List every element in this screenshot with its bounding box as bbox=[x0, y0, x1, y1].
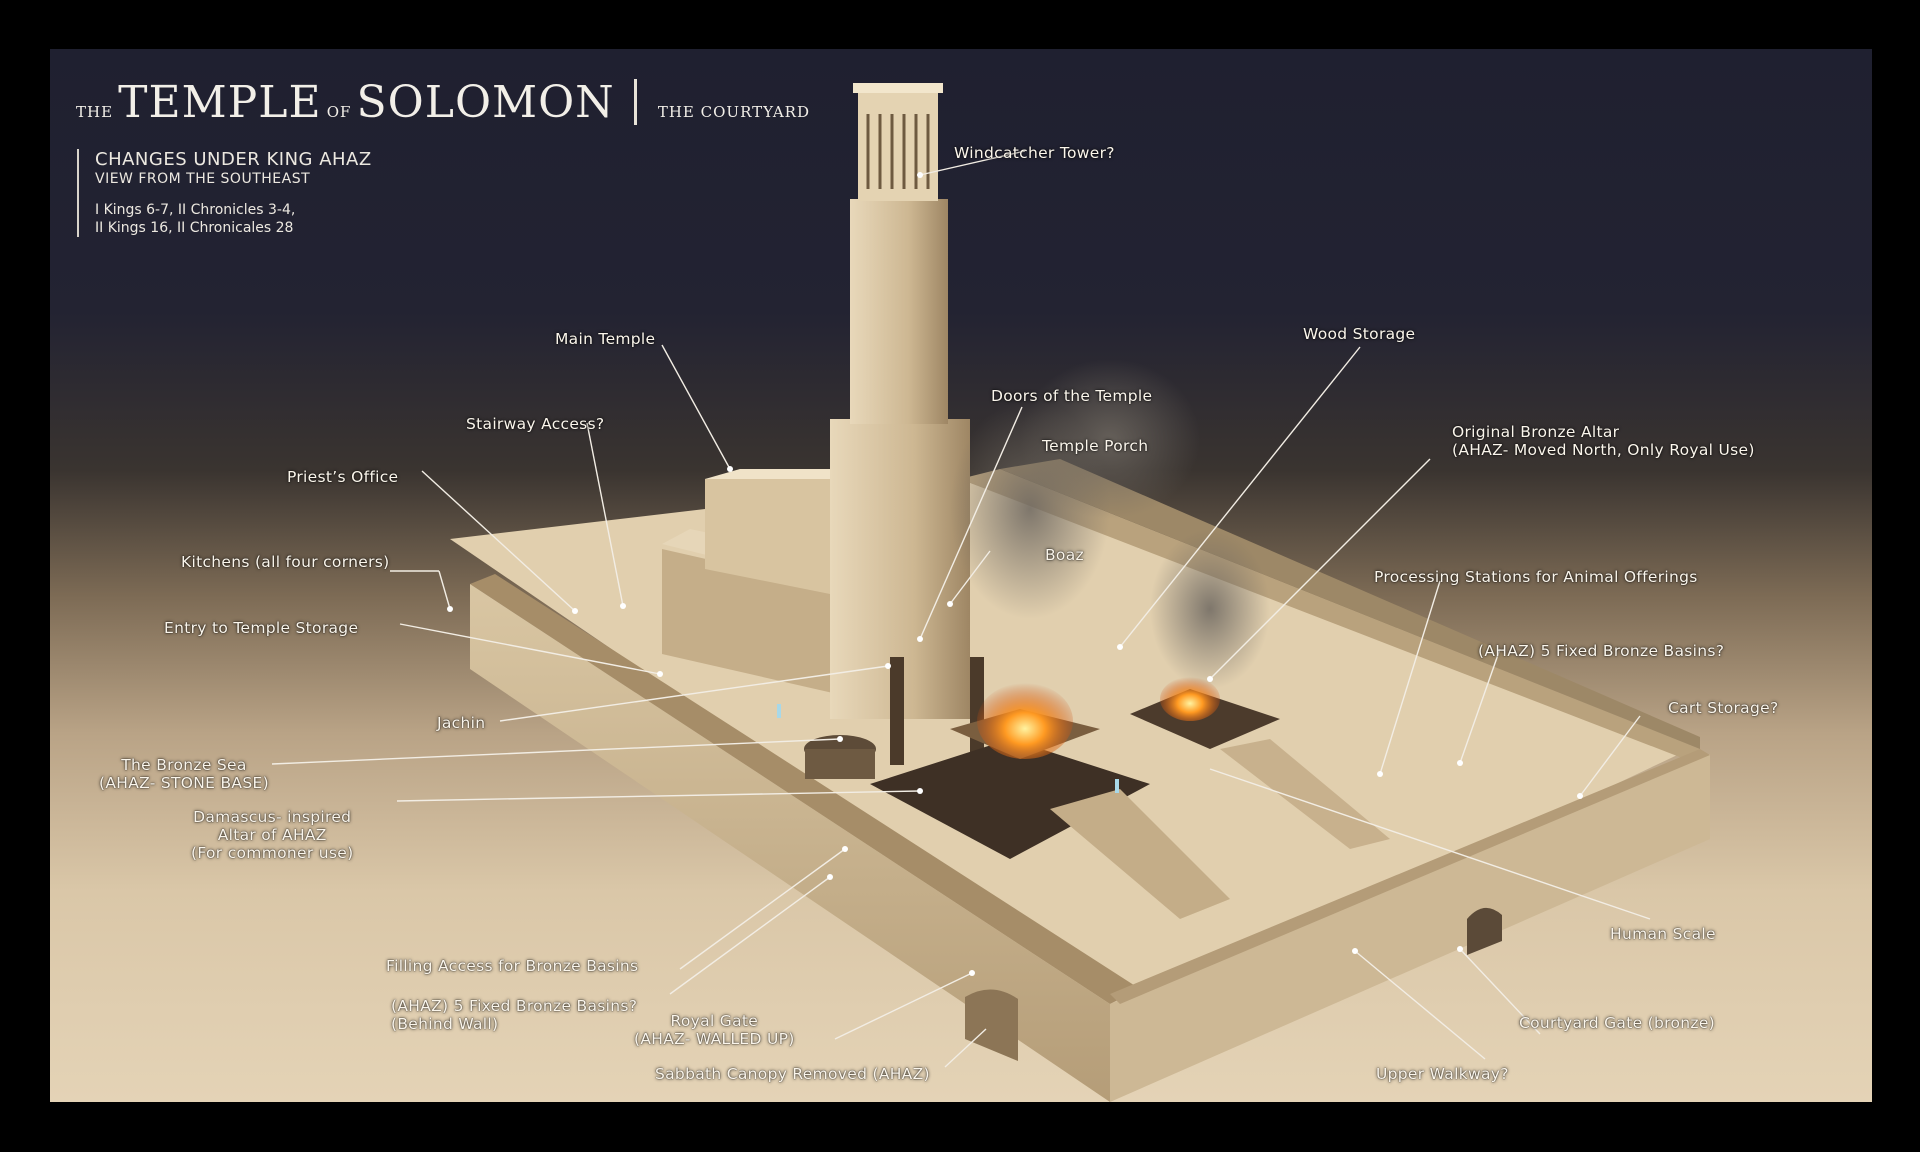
title-of: OF bbox=[326, 103, 352, 121]
label-filling-access: Filling Access for Bronze Basins bbox=[386, 957, 639, 975]
label-main-temple: Main Temple bbox=[555, 330, 656, 348]
damascus-altar-stairs bbox=[1050, 789, 1230, 919]
label-cart-storage: Cart Storage? bbox=[1668, 699, 1779, 717]
temple-upper bbox=[705, 469, 830, 594]
label-original-altar: Original Bronze Altar (AHAZ- Moved North… bbox=[1452, 423, 1755, 459]
west-wall bbox=[470, 574, 1140, 1004]
north-colonnade bbox=[960, 469, 1700, 761]
label-bronze-sea-line2: (AHAZ- STONE BASE) bbox=[99, 774, 269, 792]
label-bronze-sea: The Bronze Sea (AHAZ- STONE BASE) bbox=[99, 756, 269, 792]
north-wall-back bbox=[1000, 459, 1700, 749]
label-courtyard-gate: Courtyard Gate (bronze) bbox=[1519, 1014, 1716, 1032]
title-divider bbox=[633, 79, 637, 125]
label-priests-office: Priest’s Office bbox=[287, 468, 399, 486]
label-processing: Processing Stations for Animal Offerings bbox=[1374, 568, 1698, 586]
leader-lines bbox=[271, 150, 1651, 1068]
label-original-altar-line2: (AHAZ- Moved North, Only Royal Use) bbox=[1452, 441, 1755, 459]
title-the: THE bbox=[76, 103, 114, 121]
label-entry-storage: Entry to Temple Storage bbox=[164, 619, 359, 637]
subtitle-view: VIEW FROM THE SOUTHEAST bbox=[95, 171, 311, 187]
subtitle-block: CHANGES UNDER KING AHAZ VIEW FROM THE SO… bbox=[77, 149, 372, 237]
label-royal-gate-line2: (AHAZ- WALLED UP) bbox=[634, 1030, 795, 1048]
label-behind-basins-line2: (Behind Wall) bbox=[391, 1015, 499, 1033]
label-fixed-basins: (AHAZ) 5 Fixed Bronze Basins? bbox=[1478, 642, 1725, 660]
label-jachin: Jachin bbox=[437, 714, 486, 732]
label-behind-basins-line1: (AHAZ) 5 Fixed Bronze Basins? bbox=[391, 997, 638, 1015]
temple-upper-roof bbox=[705, 469, 850, 479]
label-damascus-line3: (For commoner use) bbox=[191, 844, 354, 862]
pillar-jachin bbox=[890, 657, 904, 765]
label-damascus-line1: Damascus- inspired bbox=[193, 808, 352, 826]
leader-dots bbox=[447, 172, 1583, 976]
original-altar-stairs bbox=[1220, 739, 1390, 849]
scripture-refs: I Kings 6-7, II Chronicles 3-4, II Kings… bbox=[95, 201, 372, 237]
windcatcher-top bbox=[858, 89, 938, 201]
label-damascus-altar: Damascus- inspired Altar of AHAZ (For co… bbox=[191, 808, 353, 862]
label-royal-gate: Royal Gate (AHAZ- WALLED UP) bbox=[634, 1012, 795, 1048]
label-doors: Doors of the Temple bbox=[991, 387, 1153, 405]
label-damascus-line2: Altar of AHAZ bbox=[217, 826, 327, 844]
label-stairway: Stairway Access? bbox=[466, 415, 605, 433]
label-original-altar-line1: Original Bronze Altar bbox=[1452, 423, 1620, 441]
title-solomon: SOLOMON bbox=[356, 77, 615, 128]
smoke-cloud-3 bbox=[1150, 529, 1270, 689]
label-human-scale: Human Scale bbox=[1610, 925, 1716, 943]
damascus-altar-fire bbox=[977, 683, 1073, 759]
royal-gate bbox=[965, 989, 1018, 1061]
label-bronze-sea-line1: The Bronze Sea bbox=[121, 756, 247, 774]
south-wall-top bbox=[1110, 749, 1710, 1004]
windcatcher-slats bbox=[866, 114, 930, 189]
human-figure bbox=[777, 704, 781, 718]
bronze-sea-bowl bbox=[805, 749, 875, 779]
windcatcher-shaft bbox=[850, 199, 948, 424]
label-wood-storage: Wood Storage bbox=[1303, 325, 1416, 343]
label-temple-porch: Temple Porch bbox=[1042, 437, 1149, 455]
refs-line-1: I Kings 6-7, II Chronicles 3-4, bbox=[95, 202, 296, 218]
subtitle-heading: CHANGES UNDER KING AHAZ bbox=[95, 149, 372, 170]
illustration-frame: THE TEMPLE OF SOLOMON THE COURTYARD CHAN… bbox=[50, 49, 1872, 1102]
human-figure bbox=[1115, 779, 1119, 793]
refs-line-2: II Kings 16, II Chronicales 28 bbox=[95, 220, 294, 236]
label-kitchens: Kitchens (all four corners) bbox=[181, 553, 390, 571]
smoke-cloud-2 bbox=[1020, 359, 1200, 519]
label-behind-basins: (AHAZ) 5 Fixed Bronze Basins? (Behind Wa… bbox=[391, 997, 637, 1033]
courtyard-gate bbox=[1467, 907, 1502, 955]
label-windcatcher: Windcatcher Tower? bbox=[954, 144, 1115, 162]
temple-courtyard-illustration bbox=[271, 83, 1710, 1102]
label-sabbath-canopy: Sabbath Canopy Removed (AHAZ) bbox=[655, 1065, 930, 1083]
windcatcher-cap bbox=[853, 83, 943, 93]
label-upper-walkway: Upper Walkway? bbox=[1376, 1065, 1509, 1083]
title-temple: TEMPLE bbox=[118, 77, 322, 128]
main-title: THE TEMPLE OF SOLOMON THE COURTYARD bbox=[76, 77, 810, 128]
label-royal-gate-line1: Royal Gate bbox=[670, 1012, 759, 1030]
west-wall-face bbox=[470, 584, 1110, 1102]
damascus-altar-base bbox=[870, 739, 1150, 859]
label-boaz: Boaz bbox=[1045, 546, 1084, 564]
south-wall-face bbox=[1110, 754, 1710, 1102]
title-section: THE COURTYARD bbox=[657, 103, 810, 121]
